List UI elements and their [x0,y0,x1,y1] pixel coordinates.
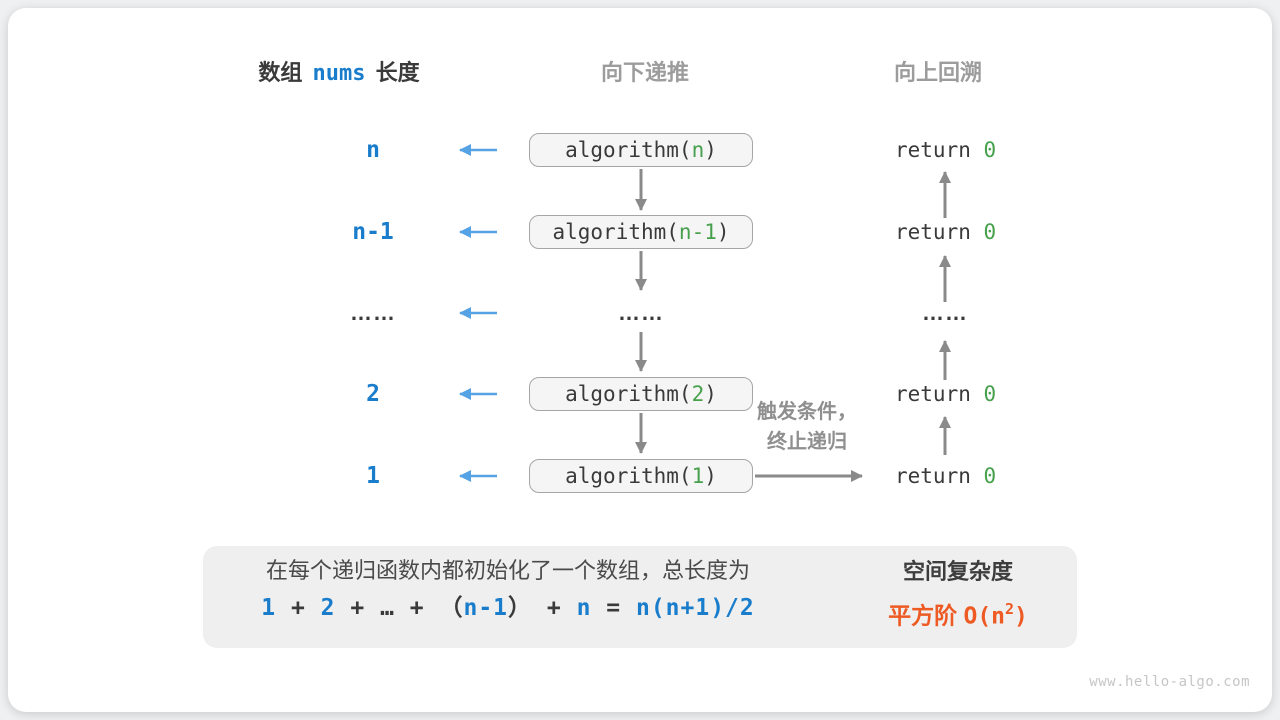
call-box: algorithm(1) [529,459,753,493]
column-header-recurse: 向下递推 [600,60,689,85]
column-header-backtrack: 向上回溯 [893,60,982,85]
call-prefix: algorithm( [565,138,692,162]
formula-token: （ [439,595,464,621]
call-arg: 1 [691,464,705,488]
formula-token: + [394,595,440,621]
return-value: 0 [983,138,997,162]
call-prefix: algorithm( [565,382,692,406]
header-left-suffix: 长度 [375,60,420,85]
call-arg: n [691,138,705,162]
return-statement: return 0 [895,381,996,407]
site-url: www.hello-algo.com [1089,674,1250,690]
call-box: algorithm(2) [529,377,753,411]
return-statement: return 0 [895,137,996,163]
terminate-annotation-line1: 触发条件， [757,401,857,423]
call-prefix: algorithm( [565,464,692,488]
return-value: 0 [983,382,997,406]
summary-formula: 1 + 2 + … + （n-1） + n = n(n+1)/2 [213,593,803,623]
call-prefix: algorithm( [552,220,679,244]
big-o-prefix: O(n [963,603,1006,630]
formula-token: 2 [320,595,336,621]
complexity-result-block: 空间复杂度 平方阶 O(n2) [858,558,1058,632]
complexity-title: 空间复杂度 [902,559,1013,584]
column-header-array-length: 数组 nums 长度 [189,60,489,86]
formula-token: 1 [261,595,277,621]
summary-text-block: 在每个递归函数内都初始化了一个数组，总长度为 1 + 2 + … + （n-1）… [213,557,803,623]
complexity-order-label: 平方阶 [888,602,964,629]
return-keyword: return [895,138,984,162]
call-suffix: ) [704,138,717,162]
formula-token: n-1 [463,595,509,621]
return-statement: return 0 [895,219,996,245]
header-left-code: nums [312,61,366,86]
formula-token: ） [508,595,533,621]
length-label: 1 [366,463,380,489]
formula-token: + [276,595,321,621]
big-o-suffix: ) [1014,603,1028,630]
return-keyword: return [895,220,984,244]
call-suffix: ) [704,464,717,488]
formula-token: … [380,595,395,621]
formula-token: n(n+1)/2 [635,595,755,621]
big-o-exponent: 2 [1005,600,1015,618]
formula-token: + [335,595,381,621]
terminate-annotation: 触发条件， 终止递归 [742,397,872,457]
summary-panel [203,546,1077,648]
header-left-prefix: 数组 [258,60,303,85]
formula-token: + [532,595,577,621]
call-suffix: ) [716,220,730,244]
length-label: n [366,137,380,163]
return-keyword: return [895,382,984,406]
ellipsis-right: …… [922,300,968,325]
call-arg: n-1 [678,220,717,244]
call-box: algorithm(n) [529,133,753,167]
call-box: algorithm(n-1) [529,215,753,249]
formula-token: n [576,595,592,621]
formula-token: = [591,595,636,621]
complexity-value: 平方阶 O(n2) [858,595,1058,632]
call-arg: 2 [691,382,705,406]
ellipsis-left: …… [350,300,396,325]
return-keyword: return [895,464,984,488]
return-statement: return 0 [895,463,996,489]
length-label: 2 [366,381,380,407]
return-value: 0 [983,220,997,244]
terminate-annotation-line2: 终止递归 [767,431,847,453]
call-suffix: ) [704,382,717,406]
return-value: 0 [983,464,997,488]
length-label: n-1 [352,219,394,245]
summary-description: 在每个递归函数内都初始化了一个数组，总长度为 [265,558,750,583]
ellipsis-middle: …… [618,300,664,325]
